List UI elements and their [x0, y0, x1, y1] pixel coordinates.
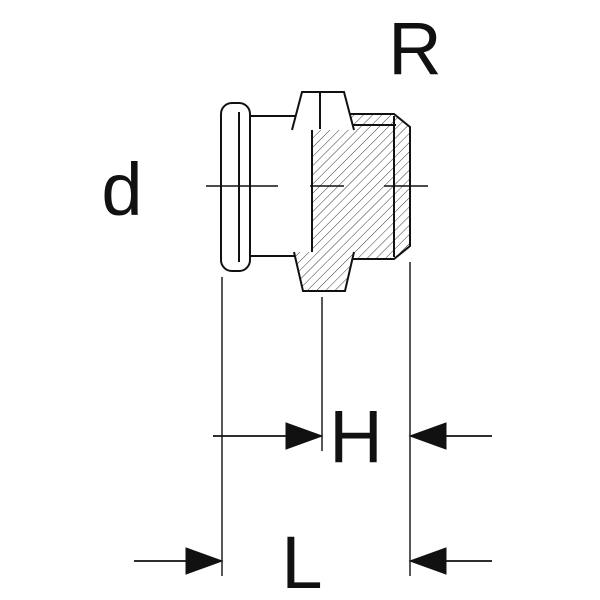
extension-lines	[221, 262, 411, 576]
dimension-h	[213, 422, 492, 450]
label-thread-size: R	[388, 7, 441, 90]
h-dim-left-arrow-icon	[285, 422, 324, 450]
dimension-l	[134, 547, 492, 575]
l-dim-left-arrow-icon	[185, 547, 224, 575]
hex-boss-bottom	[293, 251, 355, 292]
dim-label-l: L	[281, 521, 322, 600]
label-press-diameter: d	[101, 148, 142, 231]
fitting-outline	[220, 91, 411, 292]
l-dim-right-arrow-icon	[408, 547, 447, 575]
dim-label-h: H	[329, 395, 382, 478]
h-dim-right-arrow-icon	[408, 422, 447, 450]
press-end-bead	[220, 102, 251, 272]
hex-boss-top	[291, 91, 355, 131]
